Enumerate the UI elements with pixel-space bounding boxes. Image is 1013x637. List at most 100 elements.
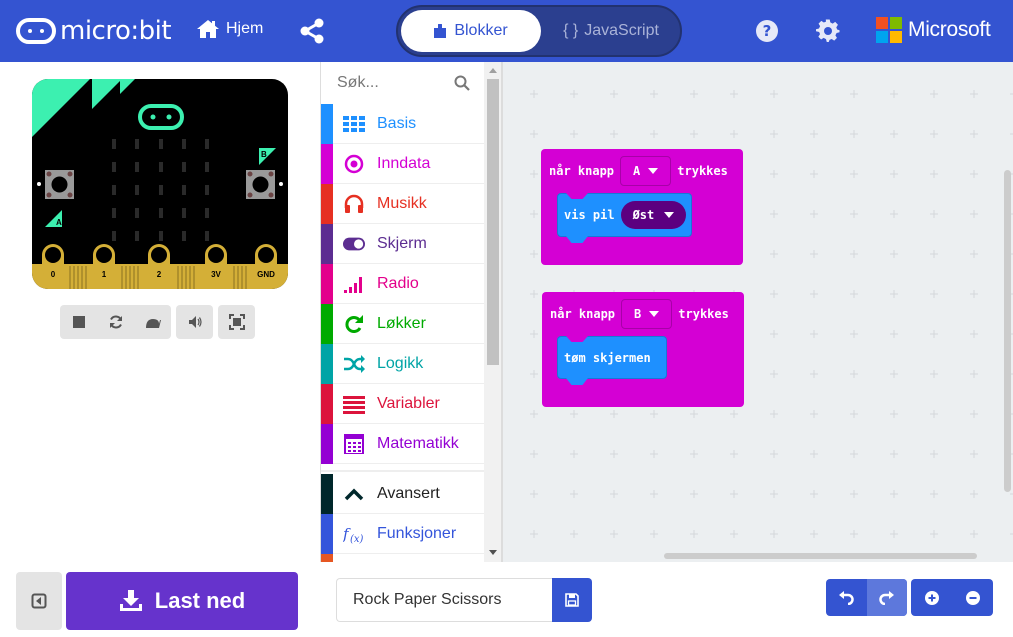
redo-button[interactable] <box>866 579 907 616</box>
button-value: B <box>634 307 642 321</box>
category-basis[interactable]: Basis <box>321 104 484 144</box>
category-color-bar <box>321 424 333 464</box>
category-label: Musikk <box>377 194 427 212</box>
clear-screen-block[interactable]: tøm skjermen <box>557 336 667 385</box>
scroll-down-arrow-icon[interactable] <box>489 550 497 555</box>
download-button[interactable]: Last ned <box>66 572 298 630</box>
category-color-bar <box>321 184 333 224</box>
snail-icon <box>145 319 161 328</box>
category-lokker[interactable]: Løkker <box>321 304 484 344</box>
category-logikk[interactable]: Logikk <box>321 344 484 384</box>
workspace-horizontal-scrollbar[interactable] <box>664 553 977 559</box>
tab-javascript[interactable]: { } JavaScript <box>546 10 676 52</box>
category-label: Løkker <box>377 314 426 332</box>
event-block-header: når knapp B trykkes <box>542 292 729 336</box>
home-button[interactable]: Hjem <box>196 18 263 40</box>
save-icon <box>565 593 579 607</box>
calculator-icon <box>344 434 364 454</box>
dropdown-caret-icon <box>649 311 660 317</box>
category-skjerm[interactable]: Skjerm <box>321 224 484 264</box>
category-color-bar <box>321 224 333 264</box>
search-icon[interactable] <box>454 75 470 91</box>
restart-button[interactable] <box>97 305 134 339</box>
category-label: Radio <box>377 274 419 292</box>
search-input[interactable] <box>337 74 447 92</box>
category-color-bar <box>321 344 333 384</box>
sim-run-controls <box>60 305 171 339</box>
category-inndata[interactable]: Inndata <box>321 144 484 184</box>
zoom-out-button[interactable] <box>952 579 993 616</box>
microbit-board[interactable]: A B <box>32 79 288 289</box>
toolbox-separator <box>321 464 484 472</box>
button-a[interactable] <box>45 170 74 199</box>
category-color-bar <box>321 554 333 562</box>
undo-button[interactable] <box>826 579 867 616</box>
toolbox-scrollbar[interactable] <box>484 62 501 562</box>
show-arrow-block[interactable]: vis pil Øst <box>557 193 692 243</box>
sim-fullscreen-group <box>218 305 255 339</box>
grid-icon <box>343 116 365 132</box>
statement-label: tøm skjermen <box>564 350 651 365</box>
svg-text:B: B <box>261 150 267 159</box>
mute-button[interactable] <box>176 305 213 339</box>
category-label: Logikk <box>377 354 424 372</box>
gear-icon[interactable] <box>816 19 840 43</box>
event-block-button-b[interactable]: når knapp B trykkes tøm skjermen <box>542 292 744 407</box>
button-b[interactable] <box>246 170 275 199</box>
category-matematikk[interactable]: Matematikk <box>321 424 484 464</box>
category-radio[interactable]: Radio <box>321 264 484 304</box>
toolbox-scroll-thumb[interactable] <box>487 79 499 365</box>
blocks-workspace[interactable]: når knapp A trykkes vis pil Øst når <box>501 62 1013 562</box>
block-notch <box>566 336 588 342</box>
collapse-simulator-button[interactable] <box>16 572 62 630</box>
svg-text:(x): (x) <box>350 534 364 544</box>
redo-icon <box>879 590 894 605</box>
download-icon <box>119 590 142 611</box>
button-dropdown[interactable]: B <box>621 299 673 329</box>
help-icon[interactable]: ? <box>755 19 779 43</box>
statement-label: vis pil <box>564 208 615 222</box>
event-suffix: trykkes <box>677 164 728 178</box>
toggle-icon <box>343 237 365 251</box>
category-color-bar <box>321 144 333 184</box>
category-next[interactable] <box>321 554 484 562</box>
puzzle-icon <box>434 24 447 38</box>
fullscreen-button[interactable] <box>218 305 255 339</box>
stop-button[interactable] <box>60 305 97 339</box>
svg-text:A: A <box>56 218 62 227</box>
category-color-bar <box>321 304 333 344</box>
category-color-bar <box>321 474 333 514</box>
toolbox-search <box>321 62 484 104</box>
arrow-direction-dropdown[interactable]: Øst <box>620 201 687 229</box>
save-button[interactable] <box>552 578 592 622</box>
category-color-bar <box>321 384 333 424</box>
project-name-field <box>336 578 552 622</box>
workspace-vertical-scrollbar[interactable] <box>1004 170 1011 492</box>
tab-blocks[interactable]: Blokker <box>401 10 541 52</box>
scroll-up-arrow-icon[interactable] <box>489 68 497 73</box>
category-musikk[interactable]: Musikk <box>321 184 484 224</box>
stop-icon <box>72 316 85 328</box>
dropdown-caret-icon <box>664 212 675 218</box>
share-icon[interactable] <box>298 17 326 45</box>
button-dropdown[interactable]: A <box>620 156 672 186</box>
editor-toolbar: Last ned <box>0 562 1013 637</box>
simulator-panel: A B <box>0 62 320 562</box>
signal-icon <box>344 277 362 293</box>
event-block-button-a[interactable]: når knapp A trykkes vis pil Øst <box>541 149 743 265</box>
category-label: Inndata <box>377 154 431 172</box>
category-funksjoner[interactable]: f(x) Funksjoner <box>321 514 484 554</box>
category-avansert[interactable]: Avansert <box>321 474 484 514</box>
microsoft-label: Microsoft <box>908 18 991 41</box>
project-name-input[interactable] <box>353 591 543 609</box>
slow-motion-button[interactable] <box>134 305 171 339</box>
block-notch <box>566 193 588 199</box>
zoom-in-button[interactable] <box>911 579 952 616</box>
logo-text: micro:bit <box>60 16 172 46</box>
event-block-header: når knapp A trykkes <box>541 149 728 193</box>
microbit-logo[interactable]: micro:bit <box>16 16 172 46</box>
category-variabler[interactable]: Variabler <box>321 384 484 424</box>
download-label: Last ned <box>154 588 246 613</box>
event-prefix: når knapp <box>549 164 615 178</box>
microsoft-logo[interactable]: Microsoft <box>876 17 991 43</box>
